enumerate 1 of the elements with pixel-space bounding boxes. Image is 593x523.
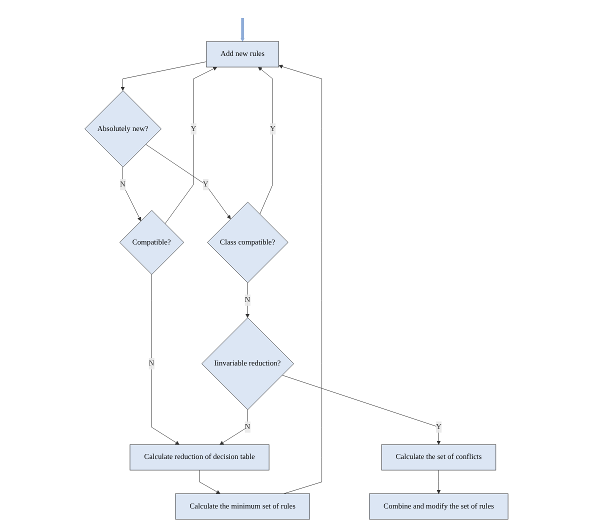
arrow [240,18,245,42]
